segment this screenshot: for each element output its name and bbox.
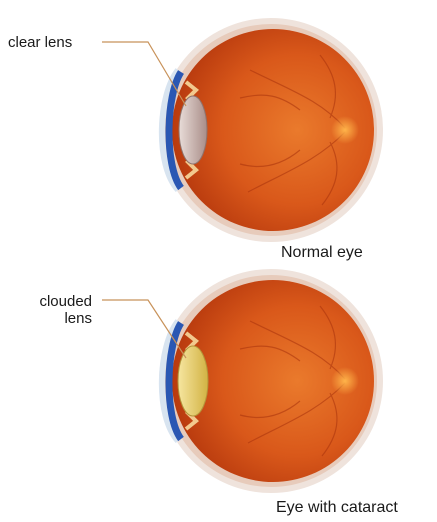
- clear-lens-label: clear lens: [8, 34, 72, 51]
- clear-lens: [179, 96, 207, 164]
- clouded-lens-label-line-2: lens: [16, 310, 92, 327]
- normal-eye: [102, 18, 383, 242]
- cataract-eye: [102, 269, 383, 493]
- macula: [331, 367, 359, 395]
- clouded-lens-label-line-1: clouded: [16, 293, 92, 310]
- clouded-lens-label: clouded lens: [16, 293, 92, 327]
- clouded-lens: [178, 346, 208, 416]
- normal-eye-caption: Normal eye: [281, 244, 363, 261]
- cataract-eye-caption: Eye with cataract: [276, 499, 398, 516]
- macula: [331, 116, 359, 144]
